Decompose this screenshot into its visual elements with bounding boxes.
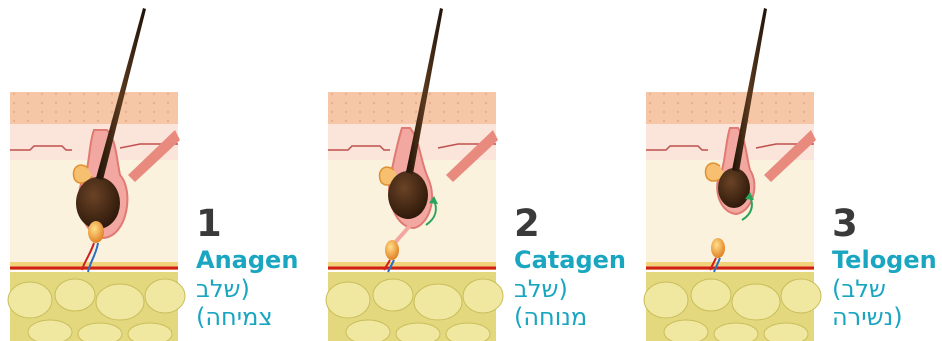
dermal-papilla <box>385 240 399 260</box>
hair-bulb <box>718 168 750 208</box>
epidermis-texture <box>328 92 496 124</box>
stage-hebrew-line1: (שלב <box>196 276 276 304</box>
stage-hebrew-line2: (נשירה <box>832 304 932 332</box>
stage-anagen-label: 1 Anagen (שלב צמיחה) <box>196 205 298 331</box>
hair-bulb <box>76 177 120 229</box>
dermal-papilla <box>711 238 725 258</box>
stage-number: 3 <box>832 205 937 242</box>
catagen-illustration <box>328 0 496 341</box>
telogen-illustration <box>646 0 814 341</box>
stage-hebrew-line1: שלב) <box>832 276 932 304</box>
anagen-illustration <box>10 0 178 341</box>
stage-telogen-panel: 3 Telogen שלב) (נשירה <box>646 0 814 341</box>
epidermis-texture <box>646 92 814 124</box>
stage-number: 1 <box>196 205 298 242</box>
epidermis-texture <box>10 92 178 124</box>
stage-catagen-label: 2 Catagen (שלב מנוחה) <box>514 205 626 331</box>
stage-hebrew-line2: מנוחה) <box>514 304 604 332</box>
stage-hebrew-line1: (שלב <box>514 276 604 304</box>
hair-bulb <box>388 171 428 219</box>
stage-name: Catagen <box>514 248 626 272</box>
stage-name: Telogen <box>832 248 937 272</box>
stage-name: Anagen <box>196 248 298 272</box>
stage-number: 2 <box>514 205 626 242</box>
stage-telogen-label: 3 Telogen שלב) (נשירה <box>832 205 937 331</box>
dermal-papilla <box>88 221 104 243</box>
stage-catagen-panel: 2 Catagen (שלב מנוחה) <box>328 0 496 341</box>
stage-hebrew-line2: צמיחה) <box>196 304 276 332</box>
stage-anagen-panel: 1 Anagen (שלב צמיחה) <box>10 0 178 341</box>
